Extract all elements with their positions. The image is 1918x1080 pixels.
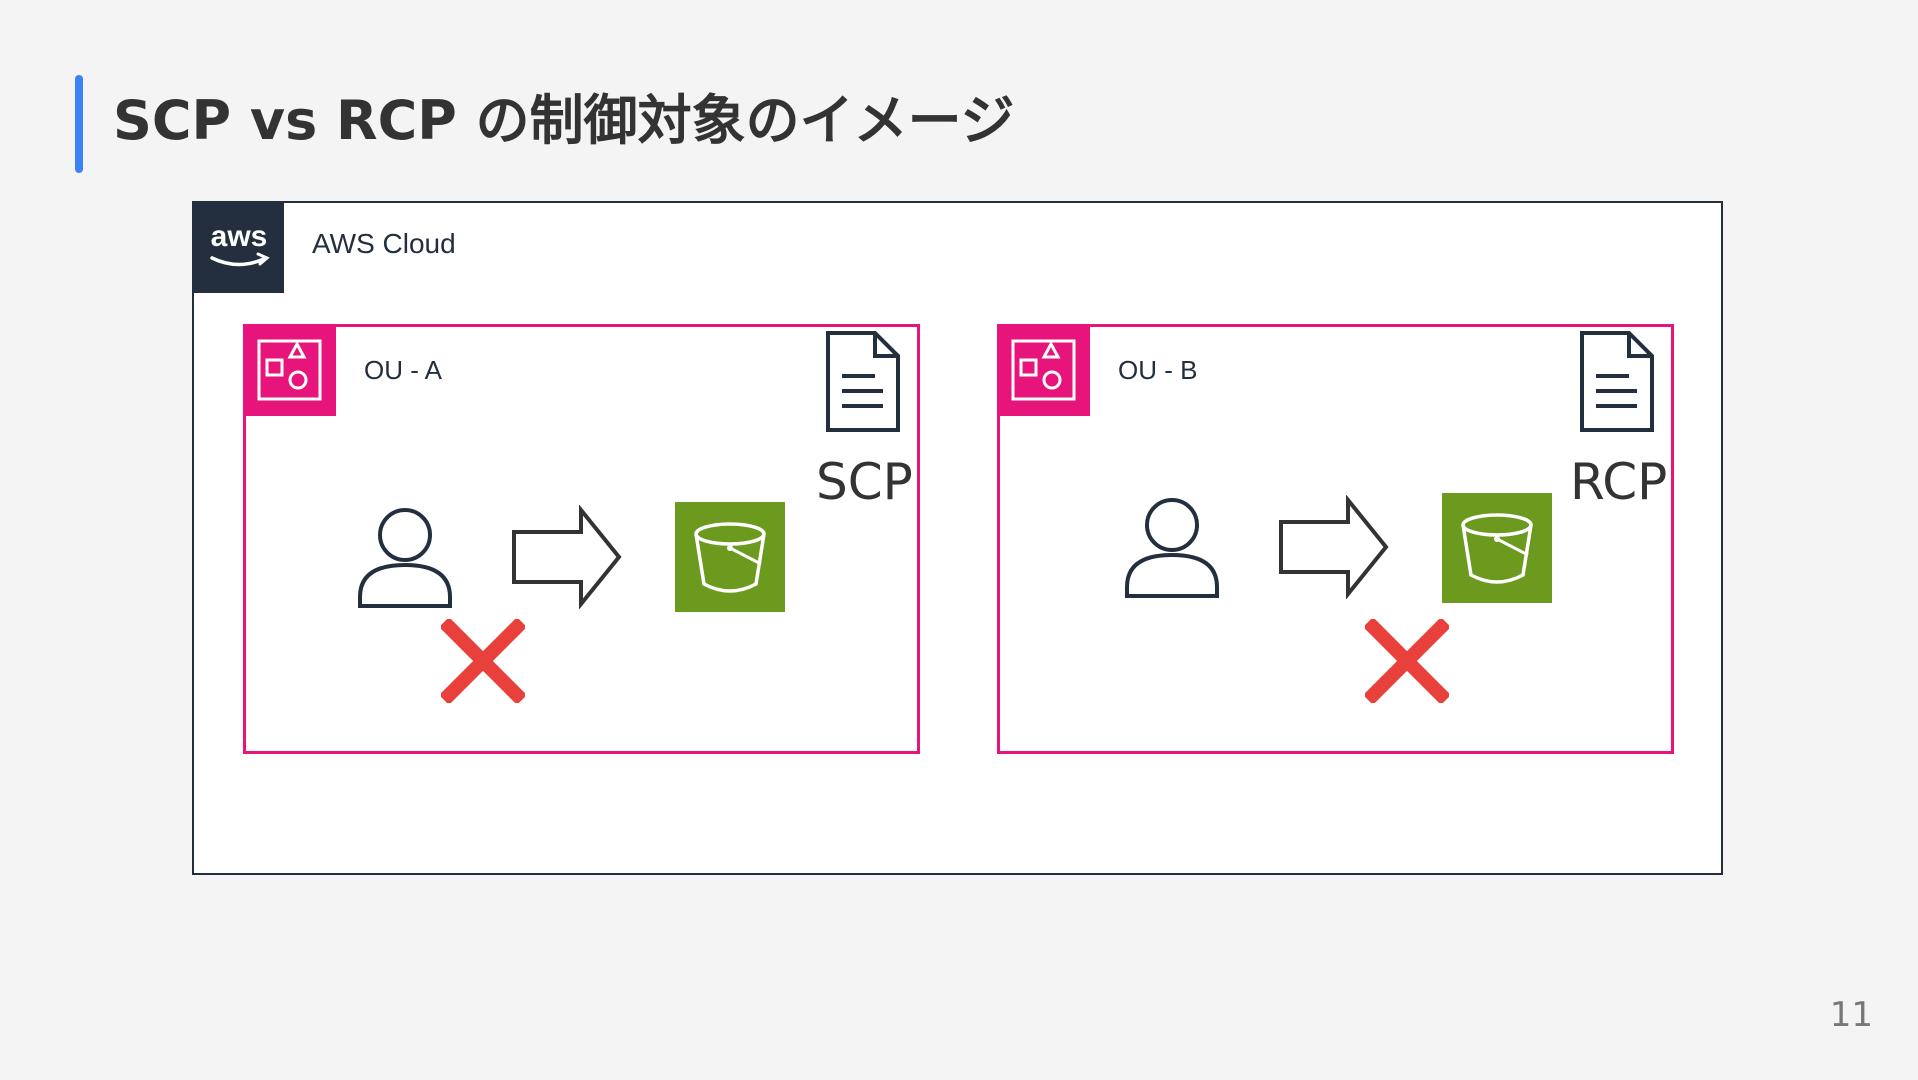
aws-cloud-group: aws AWS Cloud OU - A SCP [192, 201, 1723, 875]
page-number: 11 [1829, 995, 1873, 1035]
organizational-unit-icon [243, 324, 336, 416]
page-title: SCP vs RCP の制御対象のイメージ [113, 89, 1015, 152]
s3-bucket-icon [1442, 493, 1552, 603]
policy-label-scp: SCP [816, 453, 913, 511]
deny-x-icon [439, 617, 527, 707]
policy-document-icon [825, 330, 901, 437]
arrow-icon [509, 504, 625, 613]
arrow-icon [1276, 494, 1392, 603]
title-accent-bar [75, 75, 83, 173]
organizational-unit-icon [997, 324, 1090, 416]
ou-a-group: OU - A SCP [243, 324, 920, 754]
ou-b-group: OU - B RCP [997, 324, 1674, 754]
aws-logo-icon: aws [194, 203, 284, 293]
ou-label: OU - A [364, 355, 443, 385]
user-icon [1123, 495, 1221, 603]
policy-label-rcp: RCP [1570, 453, 1668, 511]
deny-x-icon [1363, 617, 1451, 707]
ou-label: OU - B [1118, 355, 1198, 385]
aws-logo-text: aws [211, 220, 268, 253]
policy-document-icon [1579, 330, 1655, 437]
aws-cloud-label: AWS Cloud [312, 228, 456, 259]
user-icon [356, 505, 454, 613]
s3-bucket-icon [675, 502, 785, 612]
